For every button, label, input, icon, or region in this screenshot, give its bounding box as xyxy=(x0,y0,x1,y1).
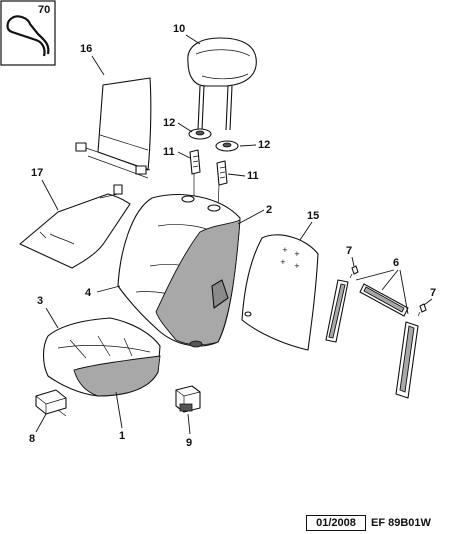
part-6-trim-strips[interactable] xyxy=(325,279,419,399)
part-11-sleeve-left[interactable] xyxy=(189,149,201,196)
footer-date: 01/2008 xyxy=(306,515,366,531)
callout-2: 2 xyxy=(266,204,272,216)
callout-16: 16 xyxy=(80,43,92,55)
part-7-clip-upper[interactable] xyxy=(349,265,359,279)
callout-15: 15 xyxy=(307,210,319,222)
part-9-switch[interactable] xyxy=(175,385,201,413)
callout-12-left: 12 xyxy=(163,117,175,129)
part-17-seat-pad[interactable] xyxy=(19,184,131,269)
svg-text:+: + xyxy=(294,250,300,258)
callout-9: 9 xyxy=(186,437,192,449)
callout-10: 10 xyxy=(173,23,185,35)
callout-11-left: 11 xyxy=(163,146,175,158)
callout-7-lower: 7 xyxy=(430,287,436,299)
part-8-connector[interactable] xyxy=(35,389,67,417)
svg-text:+: + xyxy=(294,262,300,270)
part-1-seat-cushion-cover[interactable] xyxy=(73,355,161,397)
callout-17: 17 xyxy=(31,167,43,179)
callout-12-right: 12 xyxy=(258,139,270,151)
callout-1: 1 xyxy=(119,430,125,442)
part-16-back-panel[interactable] xyxy=(75,77,152,179)
callout-11-right: 11 xyxy=(247,170,259,182)
callout-3: 3 xyxy=(37,295,43,307)
part-11-sleeve-right[interactable] xyxy=(216,160,228,209)
svg-text:+: + xyxy=(282,246,288,254)
callout-7-upper: 7 xyxy=(346,245,352,257)
part-10-headrest[interactable] xyxy=(187,37,257,131)
footer-reference: EF 89B01W xyxy=(371,517,431,529)
callout-6: 6 xyxy=(393,257,399,269)
callout-70: 70 xyxy=(38,4,50,16)
part-2-seat-back-cover[interactable] xyxy=(155,219,241,348)
part-70-wire-clip[interactable] xyxy=(0,0,56,66)
part-12-guide-left[interactable] xyxy=(188,128,212,140)
part-12-guide-right[interactable] xyxy=(215,140,239,152)
callout-8: 8 xyxy=(29,433,35,445)
callout-4: 4 xyxy=(85,287,92,299)
part-15-rear-panel[interactable]: + + + + xyxy=(241,234,319,351)
svg-text:+: + xyxy=(280,258,286,266)
part-7-clip-lower[interactable] xyxy=(417,303,427,317)
